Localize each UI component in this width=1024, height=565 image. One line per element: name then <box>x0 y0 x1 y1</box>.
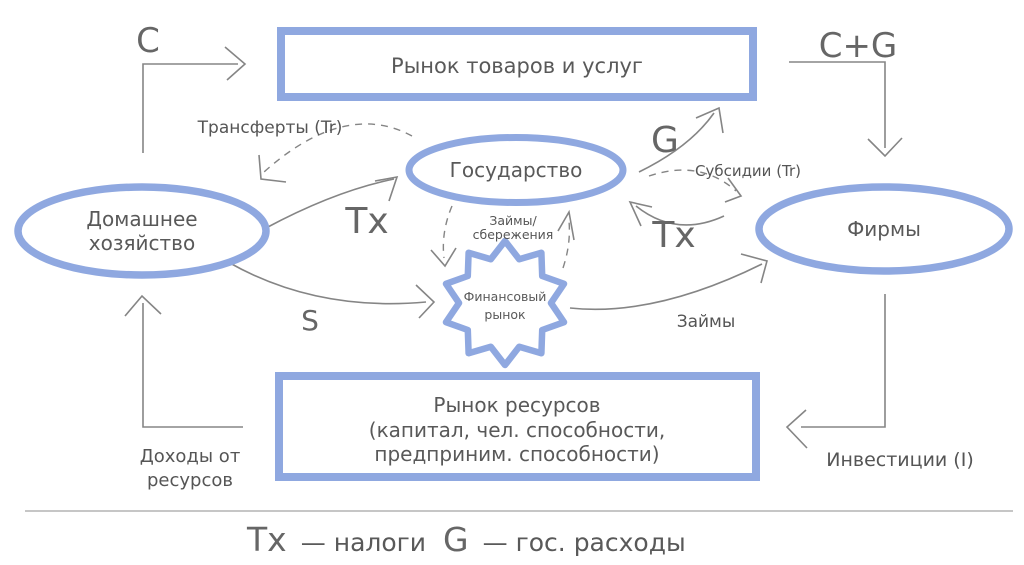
household-label-line2: хозяйство <box>89 231 195 255</box>
c-plus-g-arrow-shaft <box>789 61 886 148</box>
consumption-arrowhead <box>224 46 247 81</box>
investments-arrowhead <box>785 409 808 449</box>
firms-node: Фирмы <box>755 183 1013 275</box>
gov-spending-label: G <box>651 120 679 161</box>
financial-market-star <box>442 237 568 369</box>
investments-flow-arrow <box>785 294 886 449</box>
resources-market-label-line1: Рынок ресурсов <box>433 393 600 417</box>
legend-g-symbol: G <box>443 520 469 559</box>
gov-loans-savings-down-arrow <box>430 205 457 268</box>
taxes-firms-arrowhead <box>628 200 653 227</box>
transfers-arrowhead <box>258 154 287 183</box>
investments-arrow-shaft <box>801 294 886 428</box>
loans-savings-label-line2: сбережения <box>473 227 554 242</box>
taxes-firms-arrow-shaft <box>635 205 725 226</box>
household-ellipse <box>14 183 270 279</box>
resource-income-arrow-shaft <box>142 303 243 428</box>
resource-income-arrowhead <box>124 294 162 317</box>
goods-market-node: Рынок товаров и услуг <box>277 27 757 101</box>
resources-market-label-line2: (капитал, чел. способности, <box>369 418 665 442</box>
gov-spending-arrowhead <box>695 106 724 134</box>
c-plus-g-label: C+G <box>819 26 898 66</box>
loans-savings-up-head <box>557 209 575 241</box>
taxes-firms-flow-arrow <box>628 200 725 227</box>
government-ellipse <box>405 134 627 206</box>
c-plus-g-arrowhead <box>867 137 903 158</box>
government-label: Государство <box>450 158 583 182</box>
legend-tx-entry: Tx — налоги <box>246 520 426 559</box>
investments-label: Инвестиции (I) <box>826 449 973 471</box>
loans-savings-label-line1: Займы/ <box>489 213 537 228</box>
subsidies-flow-arrow <box>648 169 743 203</box>
consumption-flow-arrow <box>142 46 247 153</box>
household-node: Домашнее хозяйство <box>14 183 270 279</box>
resource-income-label-line1: Доходы от <box>140 446 241 467</box>
transfers-label: Трансферты (Tr) <box>197 118 343 138</box>
legend-g-entry: G — гос. расходы <box>443 520 686 559</box>
government-node: Государство <box>405 134 627 206</box>
taxes-firms-label: Tx <box>651 215 695 256</box>
taxes-household-arrowhead <box>374 175 399 202</box>
household-label-line1: Домашнее <box>86 207 197 231</box>
resource-income-flow-arrow <box>124 294 243 428</box>
loans-flow-arrow <box>569 253 768 311</box>
legend-tx-meaning: — налоги <box>301 528 426 557</box>
loans-arrow-shaft <box>569 263 763 311</box>
subsidies-arrow-shaft <box>648 169 737 192</box>
taxes-household-arrow-shaft <box>265 178 395 229</box>
consumption-label: C <box>136 21 160 61</box>
savings-arrow-shaft <box>227 261 427 305</box>
resources-market-box <box>275 372 760 481</box>
transfers-flow-arrow <box>258 123 413 183</box>
financial-market-label-line1: Финансовый <box>464 289 547 304</box>
legend-tx-symbol: Tx <box>246 520 287 559</box>
firms-label: Фирмы <box>847 217 921 241</box>
financial-market-node: Финансовый рынок <box>442 237 568 369</box>
consumption-arrow-shaft <box>142 63 238 153</box>
loans-savings-up-shaft <box>562 220 571 269</box>
savings-arrowhead <box>415 284 436 319</box>
loans-savings-down-shaft <box>442 205 453 259</box>
gov-loans-savings-up-arrow <box>557 209 575 269</box>
loans-arrowhead <box>740 253 768 284</box>
legend-g-meaning: — гос. расходы <box>483 528 686 557</box>
goods-market-label: Рынок товаров и услуг <box>391 54 643 78</box>
transfers-arrow-shaft <box>263 123 413 173</box>
goods-market-box <box>277 27 757 101</box>
loans-label: Займы <box>677 312 736 332</box>
resources-market-node: Рынок ресурсов (капитал, чел. способност… <box>275 372 760 481</box>
loans-savings-down-head <box>430 247 457 268</box>
resources-market-label-line3: предприним. способности) <box>374 442 659 466</box>
firms-ellipse <box>755 183 1013 275</box>
subsidies-label: Субсидии (Tr) <box>695 162 801 180</box>
resource-income-label-line2: ресурсов <box>147 470 233 491</box>
savings-flow-arrow <box>227 261 436 319</box>
financial-market-label-line2: рынок <box>484 307 526 322</box>
consumption-gov-flow-arrow <box>789 61 903 158</box>
gov-spending-arrow-shaft <box>638 112 715 173</box>
subsidies-arrowhead <box>724 177 743 203</box>
taxes-household-flow-arrow <box>265 175 399 229</box>
gov-spending-flow-arrow <box>638 106 724 173</box>
savings-label: S <box>301 304 319 337</box>
taxes-household-label: Tx <box>344 201 388 242</box>
